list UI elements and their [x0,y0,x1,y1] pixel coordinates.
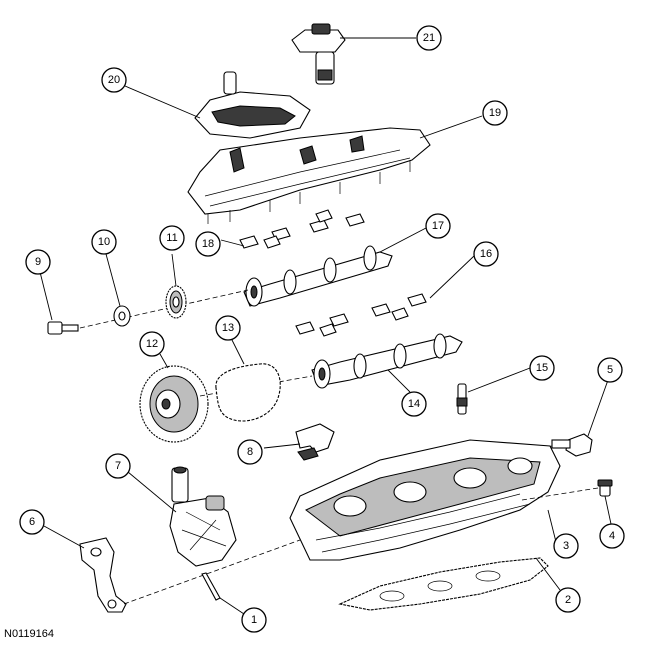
leader-16 [429,255,475,299]
svg-text:4: 4 [609,530,615,542]
callout-7: 7 [105,453,131,479]
vct-unit-part [139,365,209,443]
stud-part [201,572,221,601]
svg-text:17: 17 [432,220,444,232]
callout-13: 13 [215,315,241,341]
leader-7 [127,471,177,513]
leader-13 [231,339,245,365]
callout-10: 10 [91,229,117,255]
svg-text:6: 6 [29,516,35,528]
callout-4: 4 [599,523,625,549]
head-gasket-part [338,557,549,611]
camshaft-lower [311,333,463,389]
svg-text:5: 5 [607,364,613,376]
bolt-part [47,321,79,335]
svg-text:2: 2 [565,594,571,606]
leader-1 [219,597,245,615]
svg-text:7: 7 [115,460,121,472]
svg-text:14: 14 [408,398,420,410]
callout-9: 9 [25,249,51,275]
callout-8: 8 [237,439,263,465]
leader-3 [547,509,557,543]
svg-text:9: 9 [35,256,41,268]
spark-plug-part [456,383,468,415]
svg-text:8: 8 [247,446,253,458]
leader-2 [535,557,561,591]
leader-14 [387,369,411,393]
svg-text:13: 13 [222,322,234,334]
callout-15: 15 [529,355,555,381]
cylinder-head-part [289,439,561,561]
leader-20 [124,85,201,119]
leader-10 [105,253,121,307]
valve-cover-part [187,127,431,224]
svg-text:19: 19 [489,107,501,119]
svg-text:1: 1 [251,614,257,626]
svg-text:15: 15 [536,362,548,374]
callout-19: 19 [482,100,508,126]
cover-module-part [194,71,311,139]
svg-text:21: 21 [423,32,435,44]
leader-17 [379,227,427,253]
washer-part [113,305,131,327]
callout-17: 17 [425,213,451,239]
leader-6 [43,525,85,549]
svg-text:10: 10 [98,236,110,248]
leader-19 [419,115,483,139]
callout-18: 18 [195,231,221,257]
leader-8 [263,443,301,449]
sensor-part [551,433,593,457]
leader-4 [604,495,612,525]
roller-followers-lower [295,293,427,337]
svg-text:18: 18 [202,238,214,250]
camshaft-upper [243,245,393,307]
axis-line-upper [79,289,249,329]
callout-16: 16 [473,241,499,267]
callout-3: 3 [553,533,579,559]
fitting-part [597,479,613,497]
callout-1: 1 [241,607,267,633]
axis-line-bracket [123,539,301,605]
callout-21: 21 [416,25,442,51]
callout-20: 20 [101,67,127,93]
callout-12: 12 [139,331,165,357]
timing-chain-part [215,363,281,422]
svg-text:20: 20 [108,74,120,86]
leader-12 [159,353,169,369]
bracket-part [295,423,335,461]
svg-text:12: 12 [146,338,158,350]
callout-5: 5 [597,357,623,383]
sprocket-part [165,285,187,319]
axis-line-fitting [521,487,599,501]
leader-15 [467,367,531,393]
callout-6: 6 [19,509,45,535]
roller-followers-upper [239,209,365,249]
leader-9 [39,271,53,321]
leader-5 [587,379,609,437]
callout-11: 11 [159,225,185,251]
solenoid-housing-part [169,466,237,567]
callout-2: 2 [555,587,581,613]
lifting-bracket-part [79,537,127,613]
svg-text:11: 11 [166,232,177,244]
leader-11 [171,253,177,287]
callout-14: 14 [401,391,427,417]
leader-18 [220,239,245,247]
svg-text:3: 3 [563,540,569,552]
figure-id-label: N0119164 [4,628,54,640]
ignition-coil-part [291,23,346,85]
svg-text:16: 16 [480,248,492,260]
